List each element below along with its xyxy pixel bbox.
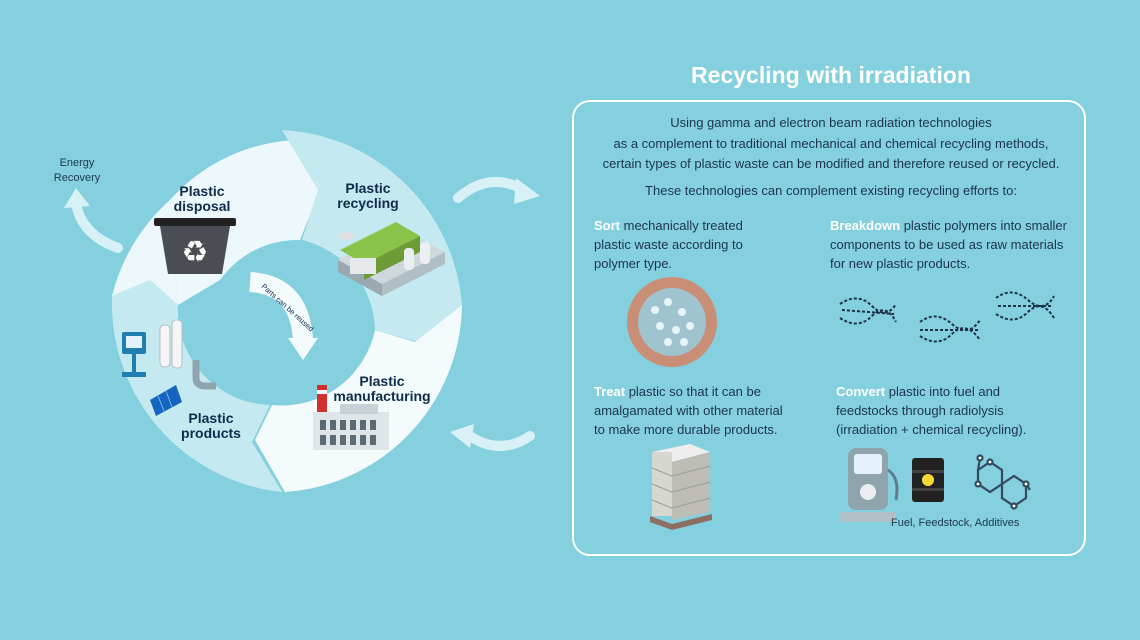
- flow-arrow-top: [453, 177, 525, 203]
- flow-arrowhead-top: [514, 178, 540, 204]
- plastic-pellets-icon: [627, 277, 717, 367]
- manufacturing-factory-icon: [313, 385, 389, 450]
- plastic-products-label: Plastic products: [181, 410, 241, 441]
- plastic-disposal-label: Plastic disposal: [173, 183, 231, 214]
- plastic-products-icon: [122, 319, 216, 416]
- breakdown-keyword: Breakdown: [830, 218, 901, 233]
- polymer-chains-icon: [839, 291, 1055, 343]
- intro-line: as a complement to traditional mechanica…: [613, 135, 1049, 151]
- convert-item: Convert plastic into fuel and feedstocks…: [836, 382, 1051, 439]
- treat-keyword: Treat: [594, 384, 626, 399]
- info-panel: [572, 100, 1086, 556]
- panel-title: Recycling with irradiation: [691, 62, 971, 88]
- energy-recovery-arrow: [71, 199, 123, 253]
- fuel-caption: Fuel, Feedstock, Additives: [891, 517, 1020, 529]
- ring-segment-manufacturing: [255, 305, 462, 492]
- sort-keyword: Sort: [594, 218, 620, 233]
- intro-line: certain types of plastic waste can be mo…: [602, 156, 1060, 171]
- oil-barrel-icon: [912, 458, 944, 502]
- molecule-icon: [974, 454, 1031, 510]
- treat-text: plastic so that it can be amalgamated wi…: [594, 384, 783, 437]
- convert-keyword: Convert: [836, 384, 886, 399]
- intro-text: Using gamma and electron beam radiation …: [586, 113, 1076, 175]
- breakdown-item: Breakdown plastic polymers into smaller …: [830, 216, 1080, 273]
- energy-recovery-arrowhead: [64, 188, 90, 208]
- trash-bin-icon: ♻: [154, 218, 236, 274]
- intro-line: Using gamma and electron beam radiation …: [670, 115, 992, 130]
- recycling-cycle-diagram: Parts can be reused ♻: [64, 130, 540, 492]
- treat-item: Treat plastic so that it can be amalgama…: [594, 382, 794, 439]
- recycling-factory-icon: [338, 222, 445, 296]
- sort-text: mechanically treated plastic waste accor…: [594, 218, 743, 271]
- flow-arrowhead-bottom: [450, 424, 474, 448]
- sort-item: Sort mechanically treated plastic waste …: [594, 216, 774, 273]
- energy-recovery-label: Energy Recovery: [53, 157, 101, 184]
- plastic-recycling-label: Plastic recycling: [337, 180, 399, 211]
- breakdown-text: plastic polymers into smaller components…: [830, 218, 1067, 271]
- fuel-pump-icon: [840, 448, 899, 522]
- reuse-arrowhead: [288, 338, 318, 360]
- reuse-arrow-body: [248, 272, 313, 341]
- convert-text: plastic into fuel and feedstocks through…: [836, 384, 1027, 437]
- svg-text:♻: ♻: [182, 235, 209, 270]
- flow-arrow-bottom: [465, 431, 535, 451]
- concrete-blocks-icon: [650, 444, 712, 530]
- subheading: These technologies can complement existi…: [645, 183, 1017, 198]
- plastic-manufacturing-label: Plastic manufacturing: [333, 373, 431, 404]
